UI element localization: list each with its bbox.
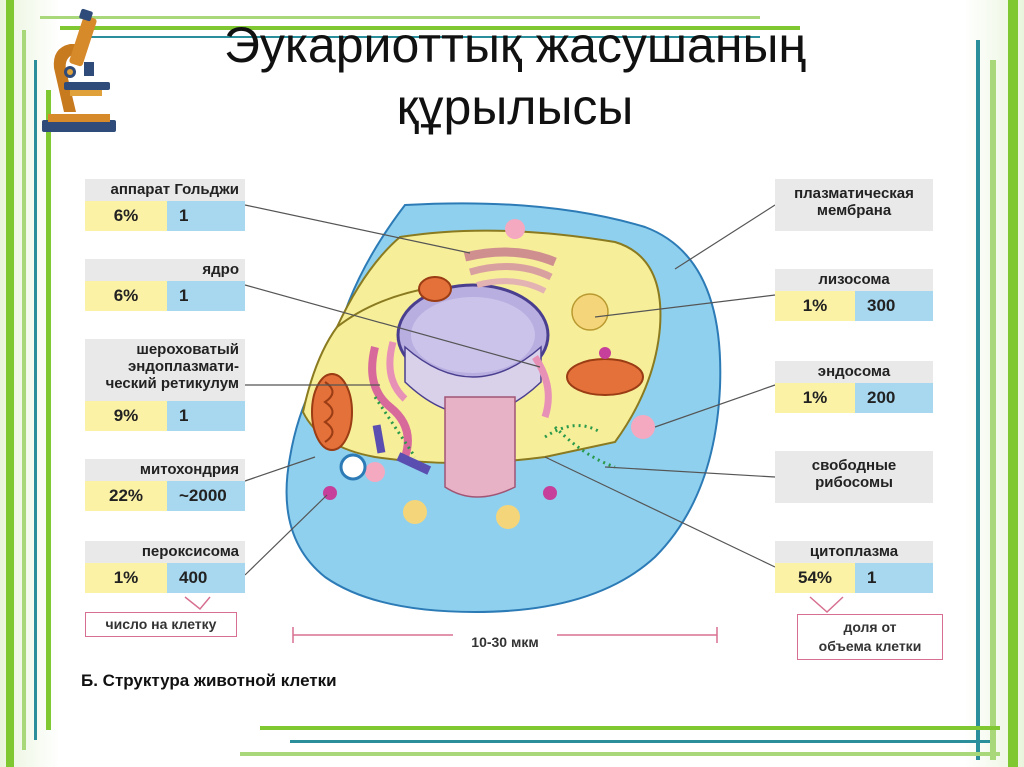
label-lysosome-percent: 1% xyxy=(775,291,855,321)
title-line-1: Эукариоттық жасушаның xyxy=(150,14,880,76)
scale-bar-label: 10-30 мкм xyxy=(453,633,557,652)
label-cytoplasm-percent: 54% xyxy=(775,563,855,593)
title-line-2: құрылысы xyxy=(150,76,880,138)
label-rough-er-count: 1 xyxy=(167,401,245,431)
label-rough-er-line-1: шероховатый xyxy=(91,341,239,358)
note-volume-fraction-line-2: объема клетки xyxy=(802,637,938,656)
frame-line xyxy=(1008,0,1018,767)
label-peroxisome-count: 400 xyxy=(167,563,245,593)
figure-caption: Б. Структура животной клетки xyxy=(81,671,337,691)
frame-line xyxy=(290,740,990,743)
label-golgi-count: 1 xyxy=(167,201,245,231)
label-endosome-count: 200 xyxy=(855,383,933,413)
label-cytoplasm-count: 1 xyxy=(855,563,933,593)
frame-line xyxy=(976,40,980,760)
note-per-cell: число на клетку xyxy=(85,612,237,637)
label-rough-er-percent: 9% xyxy=(85,401,167,431)
frame-line xyxy=(34,60,37,740)
label-endosome-percent: 1% xyxy=(775,383,855,413)
label-cytoplasm-name: цитоплазма xyxy=(775,541,933,563)
label-golgi-percent: 6% xyxy=(85,201,167,231)
label-mitochondria-name: митохондрия xyxy=(85,459,245,481)
frame-line xyxy=(260,726,1000,730)
note-volume-fraction: доля от объема клетки xyxy=(797,614,943,660)
frame-line xyxy=(990,60,996,760)
label-lysosome-count: 300 xyxy=(855,291,933,321)
frame-line xyxy=(240,752,1000,756)
label-free-ribosomes-line-1: свободные xyxy=(781,457,927,474)
label-rough-er-line-3: ческий ретикулум xyxy=(91,375,239,392)
label-mitochondria-count: ~2000 xyxy=(167,481,245,511)
label-rough-er-line-2: эндоплазмати- xyxy=(91,358,239,375)
label-mitochondria-percent: 22% xyxy=(85,481,167,511)
label-plasma-membrane-line-1: плазматическая xyxy=(781,185,927,202)
label-endosome-name: эндосома xyxy=(775,361,933,383)
label-nucleus-percent: 6% xyxy=(85,281,167,311)
label-lysosome-name: лизосома xyxy=(775,269,933,291)
frame-line xyxy=(46,90,51,730)
label-peroxisome-percent: 1% xyxy=(85,563,167,593)
label-free-ribosomes-name: свободные рибосомы xyxy=(775,451,933,503)
label-free-ribosomes-line-2: рибосомы xyxy=(781,474,927,491)
label-plasma-membrane-name: плазматическая мембрана xyxy=(775,179,933,231)
label-rough-er-name: шероховатый эндоплазмати- ческий ретикул… xyxy=(85,339,245,401)
page-title: Эукариоттық жасушаның құрылысы xyxy=(150,14,880,138)
label-golgi-name: аппарат Гольджи xyxy=(85,179,245,201)
label-nucleus-name: ядро xyxy=(85,259,245,281)
label-peroxisome-name: пероксисома xyxy=(85,541,245,563)
cell-diagram-panel: аппарат Гольджи 6% 1 ядро 6% 1 шероховат… xyxy=(75,157,957,699)
frame-line xyxy=(6,0,14,767)
frame-line xyxy=(22,30,26,750)
label-plasma-membrane-line-2: мембрана xyxy=(781,202,927,219)
note-volume-fraction-line-1: доля от xyxy=(802,618,938,637)
label-nucleus-count: 1 xyxy=(167,281,245,311)
microscope-icon xyxy=(34,8,124,138)
